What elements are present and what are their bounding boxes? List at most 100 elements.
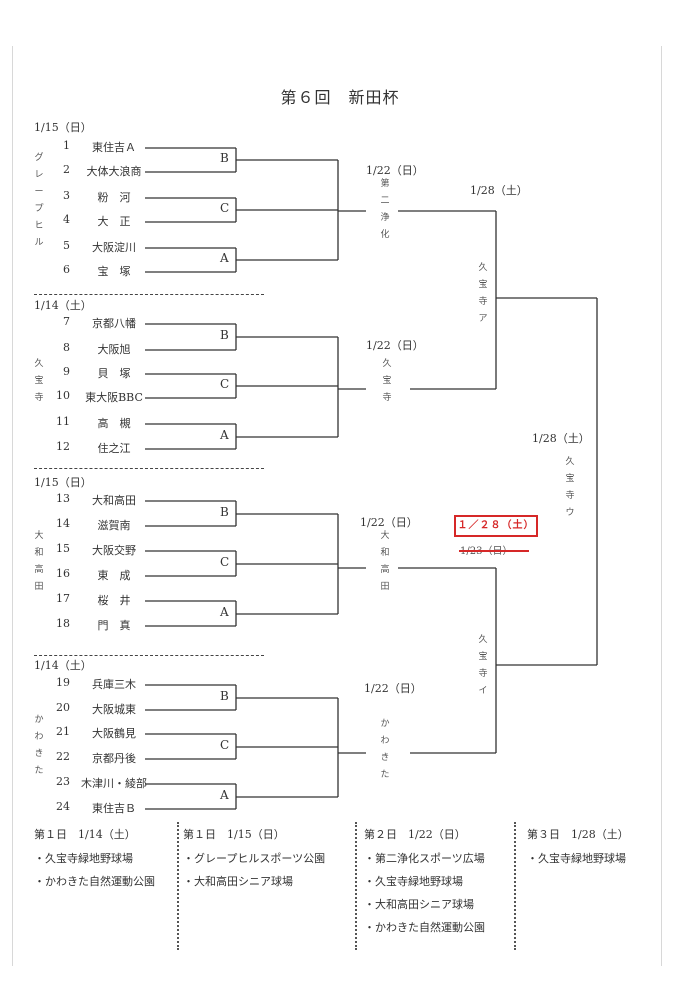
team-name: 東住吉Ｂ	[92, 802, 136, 815]
venue-char: 宝	[478, 652, 488, 662]
team-name: 大阪鶴見	[92, 727, 136, 740]
team-name: 京都丹後	[92, 752, 136, 765]
team-number: 5	[63, 239, 70, 252]
venue-char: ル	[34, 238, 44, 248]
team-number: 7	[63, 315, 70, 328]
game-letter: C	[220, 377, 230, 391]
game-letter: B	[220, 689, 229, 703]
venue-heading: 第２日 1/22（日）	[364, 828, 466, 841]
venue-char: 大	[380, 531, 390, 541]
team-name: 貝 塚	[97, 367, 131, 380]
venue-char: 化	[380, 230, 390, 240]
team-number: 17	[56, 592, 70, 605]
venue-item: ・久宝寺緑地野球場	[34, 852, 133, 865]
team-number: 13	[56, 492, 70, 505]
venue-char: 寺	[565, 491, 575, 501]
team-number: 18	[56, 617, 70, 630]
block-separator	[34, 294, 264, 295]
venue-divider	[514, 822, 516, 950]
game-letter: B	[220, 151, 229, 165]
venue-item: ・大和高田シニア球場	[183, 875, 293, 888]
venue-char: 二	[380, 196, 390, 206]
venue-heading: 第３日 1/28（土）	[527, 828, 629, 841]
block-2-date: 1/14（土）	[34, 299, 92, 312]
venue-char: 寺	[478, 297, 488, 307]
game-letter: C	[220, 201, 230, 215]
team-name: 東 成	[97, 569, 131, 582]
venue-char: 高	[34, 565, 44, 575]
venue-char: 田	[380, 582, 390, 592]
venue-char: ア	[478, 314, 488, 324]
block-separator	[34, 468, 264, 469]
team-name: 高 槻	[97, 417, 131, 430]
venue-char: 高	[380, 565, 390, 575]
revised-date-box: １／２８（土）	[454, 515, 538, 537]
team-name: 滋賀南	[97, 519, 131, 532]
block-4-date: 1/14（土）	[34, 659, 92, 672]
game-letter: A	[220, 428, 229, 442]
team-name: 京都八幡	[92, 317, 136, 330]
team-number: 19	[56, 676, 70, 689]
venue-item: ・久宝寺緑地野球場	[527, 852, 626, 865]
team-number: 1	[63, 139, 70, 152]
game-letter: B	[220, 328, 229, 342]
team-number: 4	[63, 213, 70, 226]
team-number: 15	[56, 542, 70, 555]
team-name: 東住吉Ａ	[92, 141, 136, 154]
venue-char: 宝	[34, 376, 44, 386]
venue-char: グ	[34, 153, 44, 163]
team-number: 22	[56, 750, 70, 763]
block-3-venue-label: 大 和 高 田	[32, 528, 46, 596]
venue-char: き	[380, 753, 390, 763]
round2-3-date: 1/22（日）	[360, 516, 418, 529]
venue-char: 久	[478, 263, 488, 273]
venue-char: 宝	[565, 474, 575, 484]
team-number: 14	[56, 517, 70, 530]
block-4-venue-label: か わ き た	[32, 712, 46, 780]
venue-char: 第	[380, 179, 390, 189]
venue-char: 和	[380, 548, 390, 558]
team-number: 3	[63, 189, 70, 202]
block-2-venue-label: 久 宝 寺	[32, 356, 46, 407]
team-number: 24	[56, 800, 70, 813]
venue-item: ・第二浄化スポーツ広場	[364, 852, 485, 865]
block-1-date: 1/15（日）	[34, 121, 92, 134]
venue-item: ・グレープヒルスポーツ公園	[183, 852, 326, 865]
round2-1-date: 1/22（日）	[366, 164, 424, 177]
team-number: 10	[56, 389, 70, 402]
venue-item: ・久宝寺緑地野球場	[364, 875, 463, 888]
team-name: 宝 塚	[97, 265, 131, 278]
venue-day2: 第２日 1/22（日） ・第二浄化スポーツ広場 ・久宝寺緑地野球場 ・大和高田シ…	[364, 826, 485, 942]
team-name: 大阪旭	[97, 343, 131, 356]
venue-char: わ	[34, 732, 44, 742]
venue-heading: 第１日 1/15（日）	[183, 828, 285, 841]
block-3-date: 1/15（日）	[34, 476, 92, 489]
venue-item: ・大和高田シニア球場	[364, 898, 474, 911]
venue-char: 寺	[478, 669, 488, 679]
game-letter: A	[220, 251, 229, 265]
venue-char: か	[380, 719, 390, 729]
team-number: 23	[56, 775, 70, 788]
venue-char: 大	[34, 531, 44, 541]
team-number: 8	[63, 341, 70, 354]
team-number: 9	[63, 365, 70, 378]
team-name: 木津川・綾部	[81, 777, 147, 790]
venue-char: レ	[34, 170, 44, 180]
venue-day3: 第３日 1/28（土） ・久宝寺緑地野球場	[527, 826, 629, 873]
game-letter: C	[220, 555, 230, 569]
venue-char: た	[380, 770, 390, 780]
team-number: 20	[56, 701, 70, 714]
team-name: 大 正	[97, 215, 131, 228]
round2-1-venue-label: 第 二 浄 化	[378, 176, 392, 244]
venue-divider	[177, 822, 179, 950]
final-venue-label: 久 宝 寺 ウ	[563, 454, 577, 522]
team-name: 大阪城東	[92, 703, 136, 716]
venue-day1-sat: 第１日 1/14（土） ・久宝寺緑地野球場 ・かわきた自然運動公園	[34, 826, 155, 896]
venue-char: か	[34, 715, 44, 725]
semifinal-1-venue-label: 久 宝 寺 ア	[476, 260, 490, 328]
team-name: 門 真	[97, 619, 131, 632]
team-name: 大体大浪商	[86, 165, 142, 178]
team-name: 兵庫三木	[92, 678, 136, 691]
final-date: 1/28（土）	[532, 432, 590, 445]
game-letter: A	[220, 605, 229, 619]
